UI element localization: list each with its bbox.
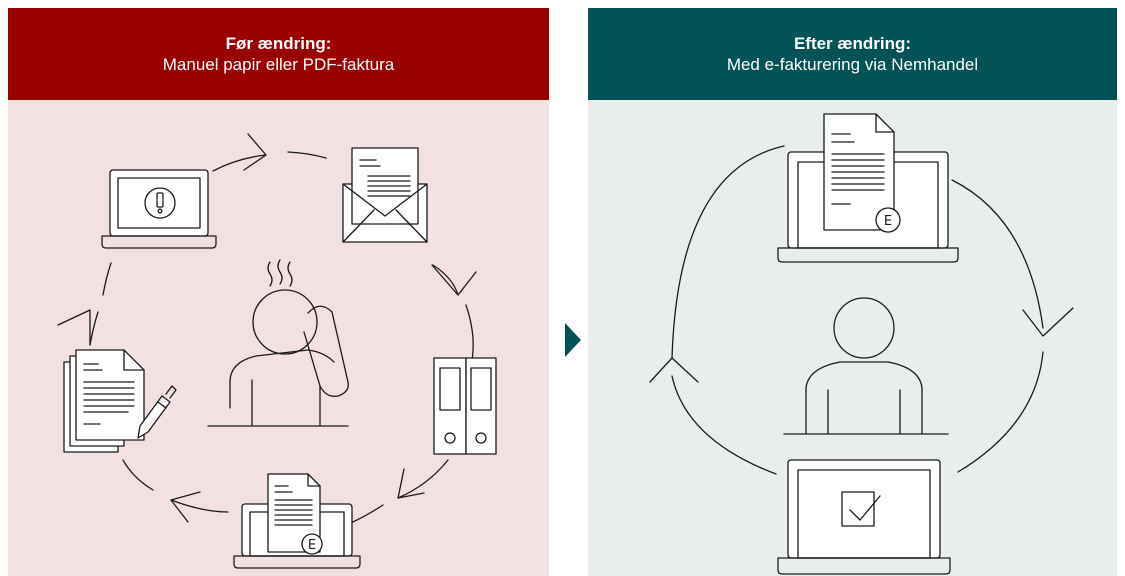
paper-stack-pen-icon — [63, 349, 177, 453]
stressed-person-icon — [207, 259, 349, 427]
after-illustration: E — [649, 113, 1074, 575]
envelope-letter-icon — [342, 147, 428, 243]
laptop-invoice-icon: E — [233, 473, 361, 569]
binders-icon — [433, 357, 497, 455]
before-panel: Før ændring: Manuel papir eller PDF-fakt… — [8, 8, 549, 576]
after-panel: Efter ændring: Med e-fakturering via Nem… — [588, 8, 1117, 576]
play-arrow-icon — [565, 323, 581, 357]
before-cycle-arrows — [57, 133, 477, 525]
after-header: Efter ændring: Med e-fakturering via Nem… — [588, 8, 1117, 100]
before-illustration: E — [57, 133, 497, 569]
person-icon — [783, 297, 949, 435]
invoice-badge-letter: E — [308, 538, 316, 553]
after-title: Efter ændring: — [793, 34, 912, 53]
invoice-badge-letter: E — [884, 214, 892, 229]
laptop-check-icon — [777, 459, 951, 575]
after-subtitle: Med e-fakturering via Nemhandel — [726, 55, 979, 74]
before-subtitle: Manuel papir eller PDF-faktura — [162, 55, 395, 74]
after-cycle-arrows — [649, 145, 1074, 475]
laptop-warning-icon — [101, 169, 217, 249]
laptop-invoice-icon: E — [777, 113, 959, 263]
before-title: Før ændring: — [225, 34, 332, 53]
before-header: Før ændring: Manuel papir eller PDF-fakt… — [8, 8, 549, 100]
